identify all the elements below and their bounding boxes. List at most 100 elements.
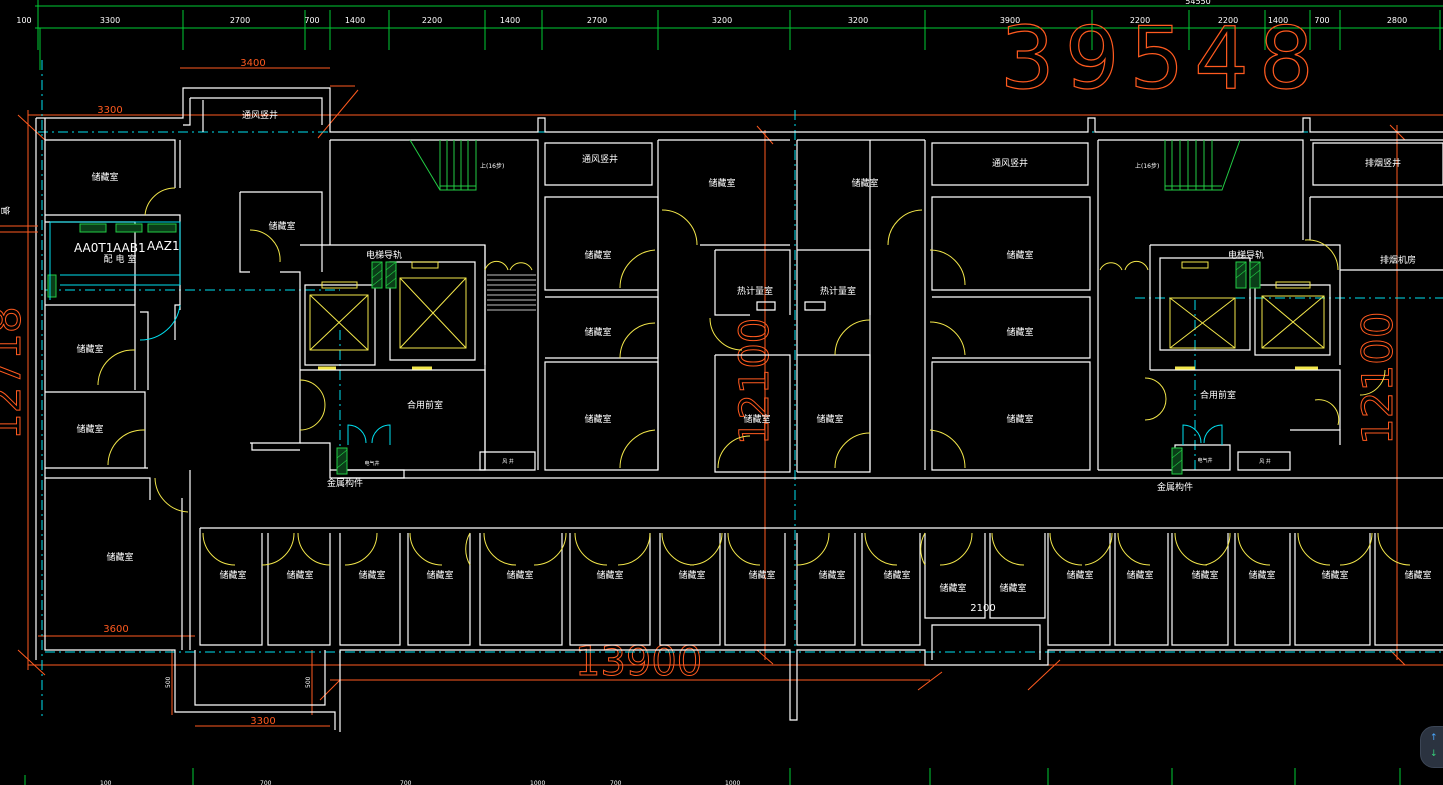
room-label: 储藏室 [999,582,1026,594]
dim-label: 500 [165,676,172,688]
room-label: 热计量室 [820,285,856,297]
room-label: 储藏室 [1006,326,1033,338]
big-dim-right: 12100 [1353,311,1402,445]
room-label: 储藏室 [1006,413,1033,425]
room-label: 储藏室 [678,569,705,581]
big-dimensions: 39548 12718 12100 12100 13900 [0,8,1403,685]
room-label: 储藏室 [818,569,845,581]
ruler-label: 3300 [100,16,120,25]
ruler-label: 1400 [500,16,520,25]
stair-up-label: 上(16步) [1135,162,1159,170]
ruler-label: 2800 [1387,16,1407,25]
svg-text:1000: 1000 [725,780,740,785]
panel-labels: AA0T1 AAB1 AAZ1 [74,239,180,255]
room-label: 金属构件 [1157,481,1193,493]
ruler-label: 2700 [587,16,607,25]
dim-label: 3300 [250,716,275,727]
stair-up-label: 上(16步) [480,162,504,170]
stair-top-left [409,139,477,191]
axis-grid [24,28,1401,785]
dim-label: 2100 [970,603,995,614]
room-label: 排烟机房 [1380,254,1416,266]
room-label: 配 电 室 [104,253,137,265]
hatch-lines [336,261,1261,469]
room-label: 储藏室 [584,249,611,261]
ruler-label: 2200 [1130,16,1150,25]
room-label: 储藏室 [219,569,246,581]
edge-label: 管 [0,206,11,215]
svg-text:1000: 1000 [530,780,545,785]
ruler-label: 1400 [1268,16,1288,25]
cyan-fixtures [49,221,1223,445]
ruler-label: 3200 [848,16,868,25]
room-label: 储藏室 [1066,569,1093,581]
svg-text:700: 700 [400,780,412,785]
ruler-label: 2700 [230,16,250,25]
stair-top-right [1164,139,1241,191]
room-label: 储藏室 [816,413,843,425]
room-label: 储藏室 [748,569,775,581]
panel-label: AAZ1 [147,239,180,253]
big-dim-top: 39548 [1000,9,1324,109]
svg-text:700: 700 [260,780,272,785]
room-label: 电梯导轨 [1228,249,1264,261]
room-label: 储藏室 [506,569,533,581]
room-label: 储藏室 [1404,569,1431,581]
small-label: 风 井 [1259,458,1271,465]
big-dim-bottom: 13900 [575,639,702,685]
room-label: 储藏室 [358,569,385,581]
small-label: 风 井 [502,458,514,465]
room-label: 储藏室 [851,177,878,189]
room-label: 通风竖井 [992,157,1028,169]
panel-label: AAB1 [113,241,146,255]
room-label: 储藏室 [584,413,611,425]
room-label: 储藏室 [584,326,611,338]
room-label: 合用前室 [407,399,443,411]
room-label: 储藏室 [286,569,313,581]
panel-label: AA0T1 [74,241,113,255]
dim-label: 3400 [240,58,265,69]
room-label: 储藏室 [1191,569,1218,581]
room-label: 储藏室 [708,177,735,189]
room-label: 储藏室 [743,413,770,425]
room-label: 储藏室 [1126,569,1153,581]
ruler-label: 2200 [1218,16,1238,25]
door-swings [97,187,1411,566]
view-navigation-widget[interactable]: ↑ ↓ [1420,726,1443,768]
ruler-label: 3200 [712,16,732,25]
big-dim-left: 12718 [0,306,30,440]
room-label: 通风竖井 [582,153,618,165]
dimension-lines [17,67,1443,727]
room-label: 储藏室 [939,582,966,594]
room-label: 储藏室 [596,569,623,581]
big-dim-mid: 12100 [732,318,778,445]
room-label: 金属构件 [327,477,363,489]
hatched-components [47,223,1261,475]
room-labels: 储藏室 储藏室 储藏室 储藏室 储藏室 通风竖井 通风竖井 通风竖井 排烟竖井 … [76,109,1431,594]
room-label: 储藏室 [1321,569,1348,581]
dim-label: 3600 [103,624,128,635]
room-label: 储藏室 [1248,569,1275,581]
ruler-label: 100 [16,16,31,25]
room-label: 储藏室 [883,569,910,581]
ruler-label: 1400 [345,16,365,25]
pan-up-icon[interactable]: ↑ [1430,733,1438,743]
small-label: 电气井 [1197,457,1212,464]
room-label: 储藏室 [91,171,118,183]
room-label: 热计量室 [737,285,773,297]
walls [35,87,1443,732]
pan-down-icon[interactable]: ↓ [1430,749,1438,759]
dim-label: 3300 [97,105,122,116]
elevator-cars [309,261,1325,370]
ruler-label: 700 [1314,16,1329,25]
ruler-label: 3900 [1000,16,1020,25]
room-label: 排烟竖井 [1365,157,1401,169]
room-label: 合用前室 [1200,389,1236,401]
ruler-label: 700 [304,16,319,25]
ruler-total: 54550 [1185,0,1210,6]
small-label: 电气井 [364,460,379,467]
room-label: 通风竖井 [242,109,278,121]
room-label: 储藏室 [1006,249,1033,261]
room-label: 储藏室 [76,423,103,435]
